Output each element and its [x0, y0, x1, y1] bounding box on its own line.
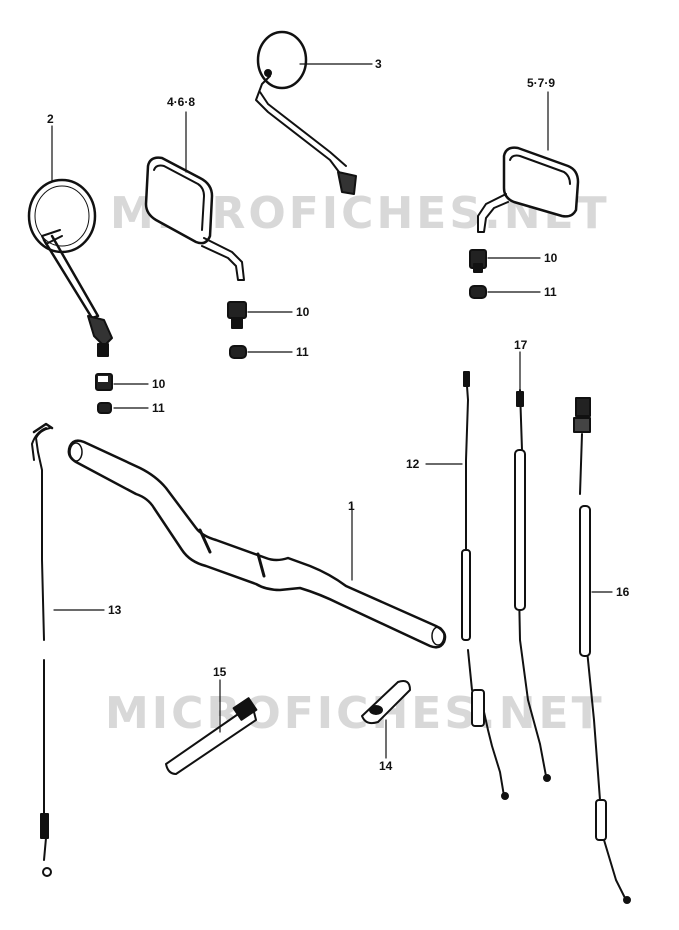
round-mirror-left — [27, 178, 113, 357]
rect-mirror-right — [477, 146, 580, 233]
tie-strap-15 — [165, 697, 258, 775]
nut-right — [469, 285, 487, 299]
handlebar — [67, 439, 447, 649]
callout-1: 1 — [348, 499, 355, 513]
adapter-bolt-mid — [227, 301, 247, 329]
callout-4-6-8: 4·6·8 — [167, 95, 195, 109]
adapter-bolt-left — [95, 373, 113, 391]
nut-mid — [229, 345, 247, 359]
callout-11-left: 11 — [152, 401, 165, 415]
cable-17 — [514, 389, 551, 782]
callout-16: 16 — [616, 585, 630, 599]
callout-5-7-9: 5·7·9 — [527, 76, 555, 90]
callout-12: 12 — [406, 457, 420, 471]
cable-12 — [461, 371, 509, 800]
callout-2: 2 — [47, 112, 54, 126]
leader-lines — [51, 63, 613, 759]
adapter-bolt-right — [469, 249, 487, 273]
nut-left — [97, 402, 112, 414]
callout-15: 15 — [213, 665, 227, 679]
callout-13: 13 — [108, 603, 122, 617]
callout-10-mid: 10 — [296, 305, 310, 319]
callout-14: 14 — [379, 759, 393, 773]
callout-11-mid: 11 — [296, 345, 309, 359]
round-mirror-top — [255, 30, 357, 195]
clamp-14 — [361, 680, 411, 725]
cable-16 — [573, 397, 631, 904]
callout-3: 3 — [375, 57, 382, 71]
callout-10-left: 10 — [152, 377, 166, 391]
watermark-bottom: MICROFICHES.NET — [105, 688, 605, 739]
callout-11-right: 11 — [544, 285, 557, 299]
rect-mirror-left — [144, 156, 245, 281]
callout-10-right: 10 — [544, 251, 558, 265]
callout-17: 17 — [514, 338, 528, 352]
cable-13 — [31, 422, 54, 877]
